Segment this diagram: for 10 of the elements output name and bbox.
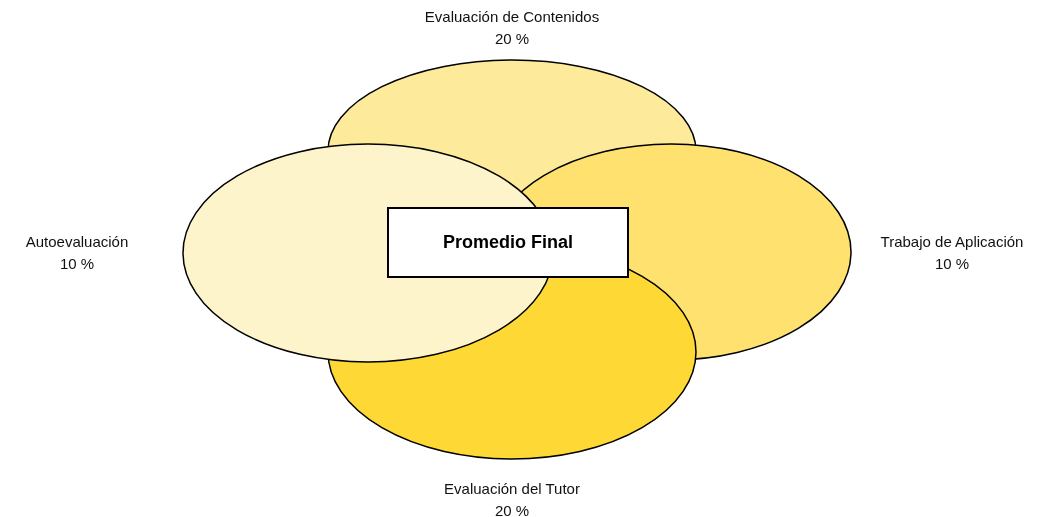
- category-label: Evaluación del Tutor: [444, 479, 580, 499]
- category-label: Autoevaluación: [25, 232, 129, 252]
- percentage-label: 20 %: [494, 501, 530, 517]
- category-label: Trabajo de Aplicación: [880, 232, 1024, 252]
- result-box: [387, 207, 629, 278]
- percentage-label: 10 %: [934, 254, 970, 274]
- result-label: Promedio Final: [443, 232, 573, 253]
- percentage-label: 10 %: [59, 254, 95, 274]
- category-label: Evaluación de Contenidos: [424, 7, 600, 27]
- percentage-label: 20 %: [494, 29, 530, 49]
